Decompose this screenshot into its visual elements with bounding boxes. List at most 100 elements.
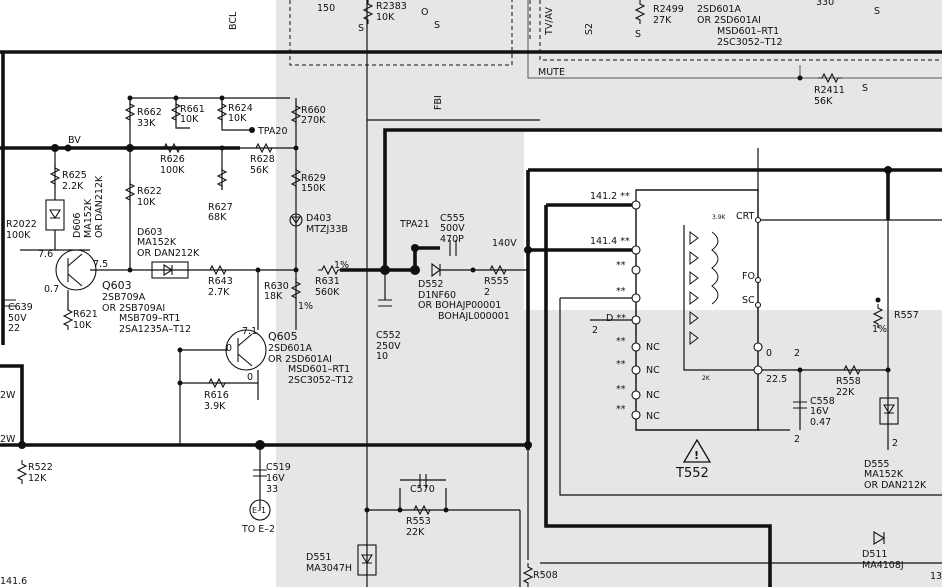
label-q603-a: 2SB709A [102, 292, 146, 303]
label-c552-v: 250V [376, 341, 401, 352]
resistor-r629 [290, 166, 302, 190]
label-top-s2-label: S2 [584, 23, 595, 35]
label-top-q-c: MSD601–RT1 [717, 26, 779, 37]
label-crt: CRT [736, 211, 755, 222]
label-c552: C552 [376, 330, 401, 341]
resistor-r628 [252, 142, 276, 154]
resistor-r626 [160, 142, 184, 154]
label-pin-nc6: NC [646, 411, 660, 422]
resistor-r522 [16, 460, 28, 484]
label-r630: R630 [264, 281, 289, 292]
label-top-s2: S [434, 20, 440, 31]
label-r660: R660 [301, 105, 326, 116]
warning-mark: ! [694, 449, 699, 462]
warning-icon [682, 438, 712, 463]
resistor-r627 [216, 166, 228, 190]
label-r558: R558 [836, 376, 861, 387]
label-v141-4: 141.4 ** [590, 236, 630, 247]
label-v2a: 2 [592, 325, 598, 336]
capacitor-c555 [449, 240, 457, 256]
label-r2411-val: 56K [814, 96, 833, 107]
label-to-e2: TO E–2 [241, 524, 275, 535]
transistor-q603 [55, 249, 97, 291]
label-top-r2499: R2499 [653, 4, 684, 15]
label-q605-d: 2SC3052–T12 [288, 375, 354, 386]
resistor-r631 [318, 264, 342, 276]
label-q605: Q605 [268, 330, 298, 343]
label-d606-a: D606 [72, 213, 83, 238]
label-r661: R661 [180, 104, 205, 115]
label-t552: T552 [675, 466, 709, 481]
shaded-regions [276, 0, 942, 587]
label-r662-val: 33K [137, 118, 156, 129]
label-r622: R622 [137, 186, 162, 197]
transistor-q605 [225, 329, 267, 371]
label-top-r2499-val: 27K [653, 15, 672, 26]
label-c555: C555 [440, 213, 465, 224]
label-r660-val: 270K [301, 115, 326, 126]
resistor-r2411 [818, 72, 842, 84]
resistor-r643 [206, 264, 230, 276]
label-v0b: 0 [247, 372, 253, 383]
label-top-r2383: R2383 [376, 1, 407, 12]
label-d555-c: OR DAN212K [864, 480, 927, 491]
label-r622-val: 10K [137, 197, 156, 208]
diode-d606 [45, 199, 65, 231]
label-r627-val: 68K [208, 212, 227, 223]
label-r661-val: 10K [180, 114, 199, 125]
label-q605-a: 2SD601A [268, 343, 313, 354]
label-top-q-b: OR 2SD601AI [697, 15, 761, 26]
label-v71: 7.1 [242, 326, 257, 337]
label-r553-val: 22K [406, 527, 425, 538]
junction-dots [18, 75, 892, 513]
label-d606-b: MA152K [83, 198, 94, 238]
label-d511-b: MA4108J [862, 560, 904, 571]
label-top-o1: O [421, 7, 428, 18]
resistor-r508 [522, 563, 534, 587]
label-v141-2: 141.2 ** [590, 191, 630, 202]
label-d552-a: D552 [418, 279, 443, 290]
resistor-r555 [486, 264, 510, 276]
label-fbi: FBI [433, 95, 444, 110]
label-d403-a: D403 [306, 213, 331, 224]
label-r625: R625 [62, 170, 87, 181]
components [4, 199, 899, 576]
label-r2411-s: S [862, 83, 868, 94]
label-top-330: 330 [816, 0, 834, 8]
label-e1: E–1 [252, 506, 266, 515]
label-v2d: 2 [892, 438, 898, 449]
label-bcl: BCL [228, 11, 239, 30]
label-r508: R508 [533, 570, 558, 581]
label-r625-val: 2.2K [62, 181, 84, 192]
label-r3k: 3.9K [712, 214, 727, 221]
resistor-r625 [49, 164, 61, 188]
label-v22-5: 22.5 [766, 374, 787, 385]
label-mute: MUTE [538, 67, 565, 78]
capacitor-c519 [253, 469, 267, 477]
capacitor-c552 [378, 299, 392, 307]
label-ss3: ** [616, 336, 626, 347]
label-c555-v: 500V [440, 223, 465, 234]
label-top-s3: S [635, 29, 641, 40]
label-q605-c: MSD601–RT1 [288, 364, 350, 375]
label-c555-c: 470P [440, 234, 464, 245]
label-r621: R621 [73, 309, 98, 320]
label-v141-6: 141.6 [0, 576, 27, 587]
zener-d551 [357, 544, 377, 576]
label-ss2: ** [616, 286, 626, 297]
label-d551-a: D551 [306, 552, 331, 563]
resistor-r660 [290, 102, 302, 126]
resistor-r622 [124, 180, 136, 204]
label-c558-v: 16V [810, 406, 829, 417]
capacitor-c639 [4, 299, 16, 307]
label-r629: R629 [301, 173, 326, 184]
label-top-150: 150 [317, 3, 335, 14]
label-v2b: 2 [794, 348, 800, 359]
diode-d511 [873, 531, 886, 545]
label-top-tvav: TV/AV [544, 7, 555, 36]
transformer-t552: ! [631, 189, 763, 463]
label-r624-val: 10K [228, 113, 247, 124]
label-r630-val: 18K [264, 291, 283, 302]
label-top-s4: S [874, 6, 880, 17]
